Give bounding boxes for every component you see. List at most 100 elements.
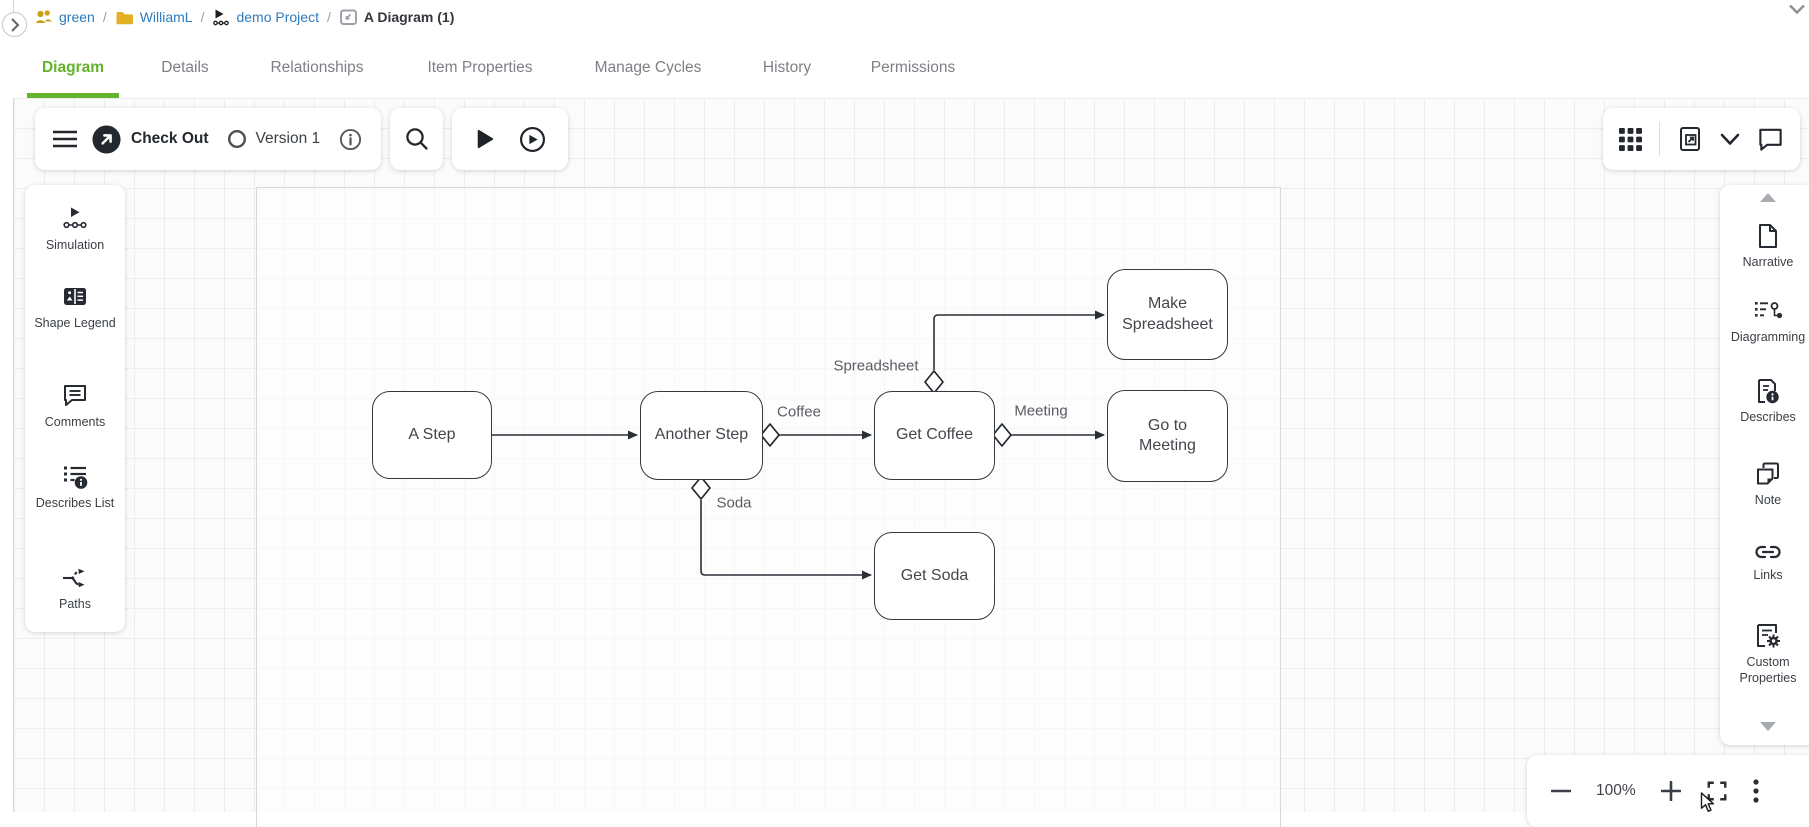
- run-button[interactable]: [475, 127, 495, 151]
- tool-narrative[interactable]: Narrative: [1720, 222, 1809, 271]
- describes-icon: [1754, 377, 1782, 405]
- edge-label-soda: Soda: [716, 495, 751, 512]
- edge-label-meeting: Meeting: [1014, 403, 1067, 420]
- diagramming-icon: [1753, 298, 1783, 325]
- version-info-button[interactable]: [339, 128, 362, 151]
- tab-details[interactable]: Details: [161, 59, 208, 77]
- panel-scroll-down[interactable]: [1720, 722, 1809, 731]
- comments-button[interactable]: [1757, 126, 1784, 152]
- comment-icon: [1757, 126, 1784, 152]
- zoom-level: 100%: [1596, 782, 1636, 800]
- tool-label: Custom Properties: [1723, 655, 1809, 686]
- node-get-coffee[interactable]: Get Coffee: [874, 391, 995, 480]
- export-options-button[interactable]: [1720, 133, 1740, 146]
- zoom-out-button[interactable]: [1551, 789, 1571, 793]
- apps-grid-button[interactable]: [1619, 128, 1642, 151]
- breadcrumb: green / WilliamL / demo Project /: [34, 0, 454, 34]
- menu-button[interactable]: [52, 129, 78, 149]
- breadcrumb-project[interactable]: demo Project: [212, 8, 318, 26]
- kebab-icon: [1753, 779, 1759, 803]
- tool-describes[interactable]: Describes: [1720, 377, 1809, 426]
- scroll-up-icon: [1760, 193, 1776, 202]
- mouse-cursor: [1700, 792, 1720, 814]
- check-out-button[interactable]: Check Out: [91, 124, 209, 155]
- tab-history[interactable]: History: [763, 59, 811, 77]
- info-icon: [339, 128, 362, 151]
- tool-label: Describes: [1740, 410, 1796, 426]
- run-preview-button[interactable]: [519, 126, 546, 153]
- tab-item-properties[interactable]: Item Properties: [427, 59, 532, 77]
- search-icon: [404, 126, 430, 152]
- tool-label: Shape Legend: [34, 316, 115, 332]
- version-radio-icon: [227, 129, 247, 149]
- check-out-label: Check Out: [131, 130, 209, 148]
- breadcrumb-separator: /: [103, 9, 107, 25]
- breadcrumb-current: A Diagram (1): [364, 9, 455, 25]
- process-icon: [212, 8, 230, 26]
- narrative-icon: [1754, 222, 1782, 250]
- node-label: Another Step: [655, 425, 748, 445]
- more-options-button[interactable]: [1753, 779, 1759, 803]
- tool-label: Paths: [59, 597, 91, 613]
- tool-label: Simulation: [46, 238, 104, 254]
- simulation-controls: [452, 108, 568, 170]
- tool-diagramming[interactable]: Diagramming: [1720, 298, 1809, 346]
- paths-icon: [61, 564, 89, 592]
- node-another-step[interactable]: Another Step: [640, 391, 763, 480]
- tool-describes-list[interactable]: Describes List: [25, 463, 125, 512]
- node-label: Make Spreadsheet: [1116, 294, 1219, 335]
- breadcrumb-group[interactable]: green: [34, 8, 95, 26]
- tab-diagram[interactable]: Diagram: [42, 59, 104, 77]
- user-group-icon: [34, 8, 53, 26]
- tab-relationships[interactable]: Relationships: [270, 59, 363, 77]
- hamburger-icon: [52, 129, 78, 149]
- tool-shape-legend[interactable]: Shape Legend: [25, 283, 125, 332]
- tool-label: Links: [1753, 568, 1782, 584]
- tab-bar: Diagram Details Relationships Item Prope…: [0, 35, 1809, 98]
- tool-label: Comments: [45, 415, 105, 431]
- node-go-to-meeting[interactable]: Go to Meeting: [1107, 390, 1228, 482]
- export-document-icon: [1677, 126, 1703, 152]
- expand-panel-button[interactable]: [2, 12, 27, 37]
- tab-permissions[interactable]: Permissions: [871, 59, 955, 77]
- tool-links[interactable]: Links: [1720, 541, 1809, 584]
- breadcrumb-link: demo Project: [236, 9, 318, 25]
- export-button[interactable]: [1677, 126, 1703, 152]
- tool-note[interactable]: Note: [1720, 460, 1809, 509]
- tool-label: Note: [1755, 493, 1781, 509]
- version-selector[interactable]: Version 1: [227, 129, 321, 149]
- plus-icon: [1661, 781, 1681, 801]
- play-icon: [475, 127, 495, 151]
- node-label: Get Soda: [901, 566, 969, 586]
- node-a-step[interactable]: A Step: [372, 391, 492, 479]
- check-out-icon: [91, 124, 122, 155]
- left-tool-panel: Simulation Shape Legend Comments: [25, 185, 125, 632]
- tool-comments[interactable]: Comments: [25, 382, 125, 431]
- play-circle-icon: [519, 126, 546, 153]
- node-label: Get Coffee: [896, 425, 973, 445]
- edge-label-spreadsheet: Spreadsheet: [833, 358, 918, 375]
- search-button[interactable]: [390, 108, 443, 170]
- tool-paths[interactable]: Paths: [25, 564, 125, 613]
- tool-custom-properties[interactable]: Custom Properties: [1720, 622, 1809, 686]
- zoom-in-button[interactable]: [1661, 781, 1681, 801]
- node-get-soda[interactable]: Get Soda: [874, 532, 995, 620]
- node-make-spreadsheet[interactable]: Make Spreadsheet: [1107, 269, 1228, 360]
- node-label: A Step: [408, 425, 455, 445]
- panel-scroll-up[interactable]: [1720, 193, 1809, 202]
- breadcrumb-diagram[interactable]: A Diagram (1): [339, 8, 455, 26]
- tool-label: Describes List: [36, 496, 115, 512]
- breadcrumb-folder[interactable]: WilliamL: [115, 8, 193, 26]
- custom-properties-icon: [1754, 622, 1782, 650]
- header-collapse-chevron[interactable]: [1788, 3, 1806, 16]
- minus-icon: [1551, 789, 1571, 793]
- breadcrumb-link: WilliamL: [140, 9, 193, 25]
- version-label: Version 1: [256, 130, 321, 148]
- tab-manage-cycles[interactable]: Manage Cycles: [595, 59, 702, 77]
- grid-icon: [1619, 128, 1642, 151]
- node-label: Go to Meeting: [1134, 416, 1201, 457]
- edge-label-coffee: Coffee: [777, 404, 821, 421]
- tool-simulation[interactable]: Simulation: [25, 205, 125, 254]
- breadcrumb-separator: /: [201, 9, 205, 25]
- breadcrumb-separator: /: [327, 9, 331, 25]
